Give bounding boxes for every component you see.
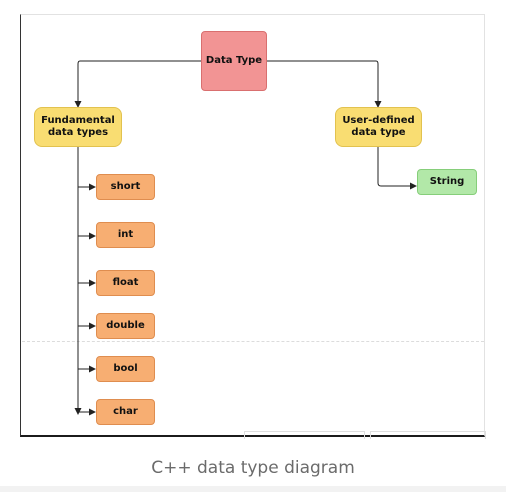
edge-root-userdefined	[267, 60, 382, 108]
node-fundamental-data-types: Fundamental data types	[34, 107, 122, 147]
edge-userdefined-string	[377, 147, 417, 190]
ghost-tab	[244, 431, 365, 439]
ghost-tab	[370, 431, 486, 439]
divider-line	[22, 341, 484, 342]
figure-caption: C++ data type diagram	[151, 458, 355, 478]
node-double: double	[96, 313, 155, 339]
node-char: char	[96, 399, 155, 425]
node-string: String	[417, 169, 477, 195]
node-bool: bool	[96, 356, 155, 382]
node-short: short	[96, 174, 155, 200]
node-float: float	[96, 270, 155, 296]
node-data-type: Data Type	[201, 31, 267, 91]
edge-root-fundamental	[74, 60, 201, 108]
bottom-bar	[0, 486, 506, 492]
node-int: int	[96, 222, 155, 248]
node-user-defined-data-type: User-defined data type	[335, 107, 422, 147]
